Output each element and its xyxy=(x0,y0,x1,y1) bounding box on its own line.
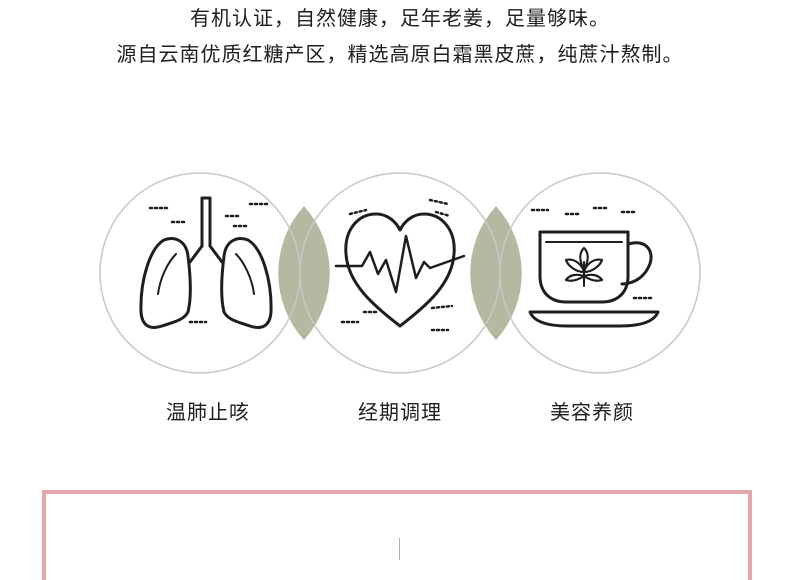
circle-overlap-right xyxy=(470,206,522,340)
benefit-label-lungs: 温肺止咳 xyxy=(166,400,250,424)
benefit-icons-graphic xyxy=(99,172,701,374)
benefit-label-menstrual: 经期调理 xyxy=(358,400,442,424)
content-frame xyxy=(42,490,752,580)
benefit-circle-1 xyxy=(99,172,301,374)
lungs-icon xyxy=(139,196,273,329)
herbal-tea-cup-icon xyxy=(528,206,660,328)
intro-line-2: 源自云南优质红糖产区，精选高原白霜黑皮蔗，纯蔗汁熬制。 xyxy=(116,42,684,66)
benefit-label-beauty: 美容养颜 xyxy=(550,400,634,424)
benefit-circle-3 xyxy=(499,172,701,374)
frame-divider xyxy=(399,538,400,560)
intro-line-1: 有机认证，自然健康，足年老姜，足量够味。 xyxy=(190,6,610,30)
circle-overlap-left xyxy=(278,206,330,340)
heart-pulse-icon xyxy=(334,198,466,332)
